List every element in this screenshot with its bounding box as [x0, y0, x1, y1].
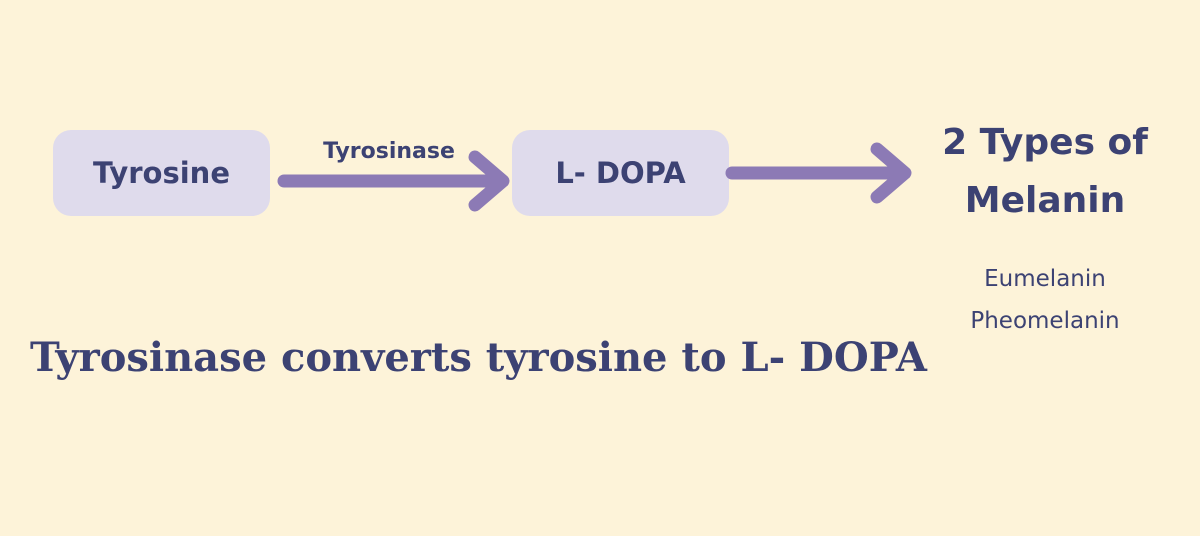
enzyme-label-tyrosinase: Tyrosinase: [323, 139, 455, 164]
node-tyrosine: Tyrosine: [53, 130, 270, 216]
arrow-tyrosine-to-ldopa-head: [468, 150, 510, 212]
node-ldopa: L- DOPA: [512, 130, 729, 216]
melanin-type-eumelanin: Eumelanin: [984, 266, 1106, 292]
melanin-title: 2 Types of Melanin: [915, 114, 1175, 230]
melanin-types-list: Eumelanin Pheomelanin: [925, 258, 1165, 342]
caption: Tyrosinase converts tyrosine to L- DOPA: [30, 334, 927, 381]
melanin-title-line-1: 2 Types of: [942, 122, 1148, 163]
melanin-type-pheomelanin: Pheomelanin: [970, 308, 1120, 334]
node-ldopa-label: L- DOPA: [555, 156, 686, 190]
arrow-tyrosine-to-ldopa: [277, 150, 510, 212]
melanin-title-line-2: Melanin: [964, 180, 1126, 221]
arrow-ldopa-to-melanin: [725, 142, 912, 204]
node-tyrosine-label: Tyrosine: [93, 156, 230, 190]
arrow-ldopa-to-melanin-head: [870, 142, 912, 204]
